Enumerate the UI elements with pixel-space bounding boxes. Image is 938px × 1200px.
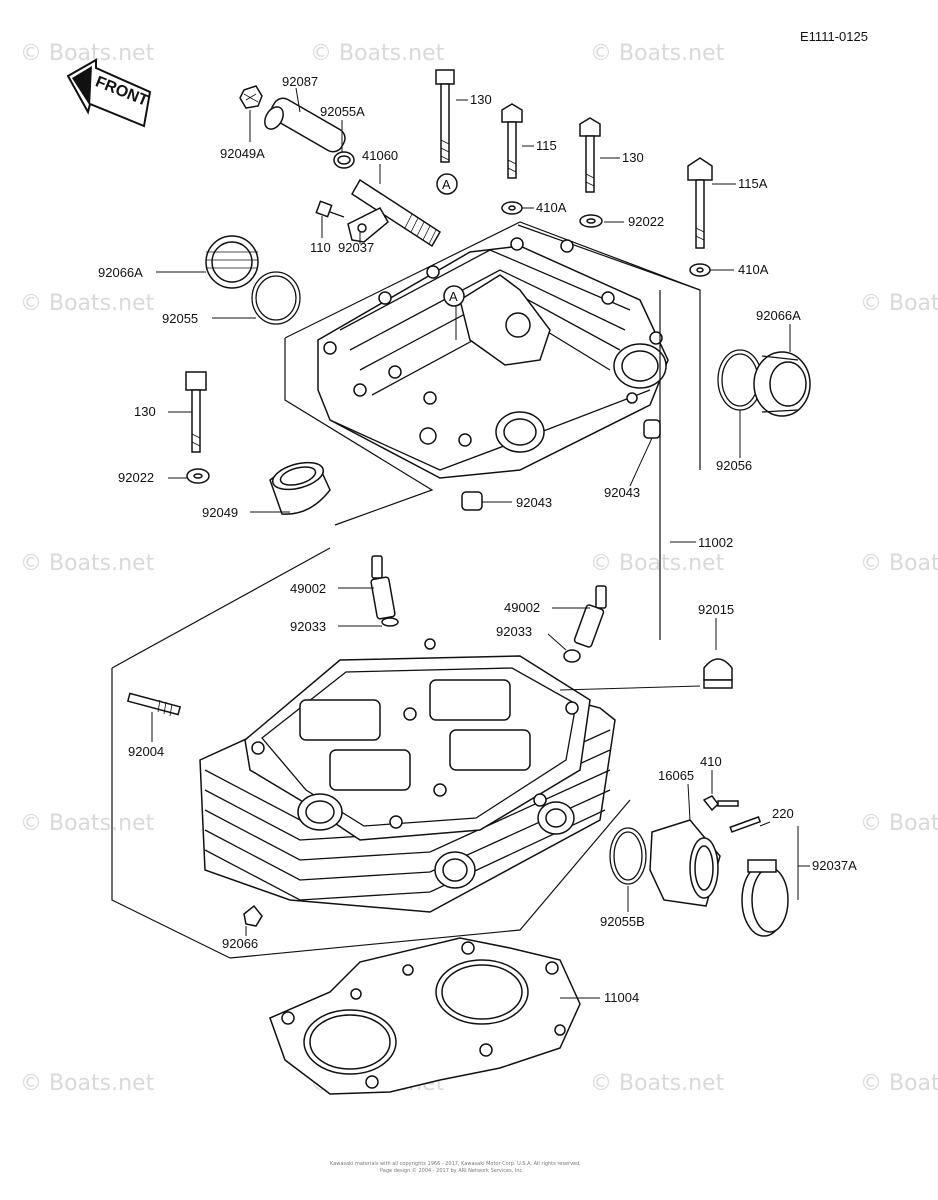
label-92049: 92049 [202,505,238,520]
label-92055B: 92055B [600,914,645,929]
front-arrow: FRONT [66,58,152,128]
cylinder-head [199,638,616,913]
label-410: 410 [700,754,722,769]
diagram-code: E1111-0125 [800,29,868,44]
callout-a-lower: A [449,289,458,304]
cap-92066A-right [717,349,811,417]
label-92022-top: 92022 [628,214,664,229]
label-92037A: 92037A [812,858,857,873]
watermark-4: © Boats.net [20,291,155,316]
label-92043-right: 92043 [604,485,640,500]
cylinder-head-cover [317,237,669,479]
spark-plugs [370,555,607,663]
footer-line-2: Page design © 2004 - 2017 by ARI Network… [380,1167,524,1174]
watermark-layer: © Boats.net © Boats.net © Boats.net © Bo… [20,41,938,1096]
label-92022-left: 92022 [118,470,154,485]
cap-92066A-left [205,235,301,325]
callout-a-upper: A [442,177,451,192]
label-92015: 92015 [698,602,734,617]
top-bolts: A [185,69,713,484]
cap-nut-92015 [703,658,733,689]
leader-lines [151,87,810,999]
label-16065: 16065 [658,768,694,783]
label-410A-right: 410A [738,262,769,277]
watermark-1: © Boats.net [20,41,155,66]
label-92037: 92037 [338,240,374,255]
label-92066A-left: 92066A [98,265,143,280]
label-92087: 92087 [282,74,318,89]
label-92055A: 92055A [320,104,365,119]
label-92056: 92056 [716,458,752,473]
label-11004: 11004 [604,990,639,1005]
label-130-top: 130 [470,92,492,107]
label-49002-left: 49002 [290,581,326,596]
label-92033-left: 92033 [290,619,326,634]
intake-assembly [609,795,789,937]
watermark-10: © Boats.net [860,811,938,836]
stud-92004 [126,692,182,717]
label-115A: 115A [738,176,768,191]
watermark-2: © Boats.net [310,41,445,66]
label-92066A-right: 92066A [756,308,801,323]
watermark-11: © Boats.net [20,1071,155,1096]
label-115: 115 [536,138,557,153]
part-labels: 92087 92049A 92055A 41060 110 92037 9206… [98,74,857,1005]
label-11002: 11002 [698,535,733,550]
label-41060: 41060 [362,148,398,163]
label-92043-center: 92043 [516,495,552,510]
footer-line-1: Kawasaki materials with all copyrights 1… [330,1161,581,1167]
label-49002-right: 49002 [504,600,540,615]
label-220: 220 [772,806,794,821]
watermark-13: © Boats.net [590,1071,725,1096]
watermark-9: © Boats.net [20,811,155,836]
label-130-mid: 130 [622,150,644,165]
label-92033-right: 92033 [496,624,532,639]
label-92004: 92004 [128,744,164,759]
head-gasket [269,937,581,1095]
watermark-8: © Boats.net [860,551,938,576]
label-92066: 92066 [222,936,258,951]
watermark-6: © Boats.net [20,551,155,576]
label-92049A: 92049A [220,146,265,161]
oil-pipe-assembly [239,85,442,248]
head-frame [111,290,661,959]
head-cover-outline [284,221,701,526]
label-410A-mid: 410A [536,200,567,215]
callout-a-circle [443,285,465,307]
watermark-14: © Boats.net [860,1071,938,1096]
label-110: 110 [310,240,331,255]
watermark-7: © Boats.net [590,551,725,576]
plug-92066 [243,904,263,927]
cap-92049 [269,461,331,515]
label-92055: 92055 [162,311,198,326]
watermark-5: © Boats.net [860,291,938,316]
watermark-3: © Boats.net [590,41,725,66]
label-130-left: 130 [134,404,156,419]
